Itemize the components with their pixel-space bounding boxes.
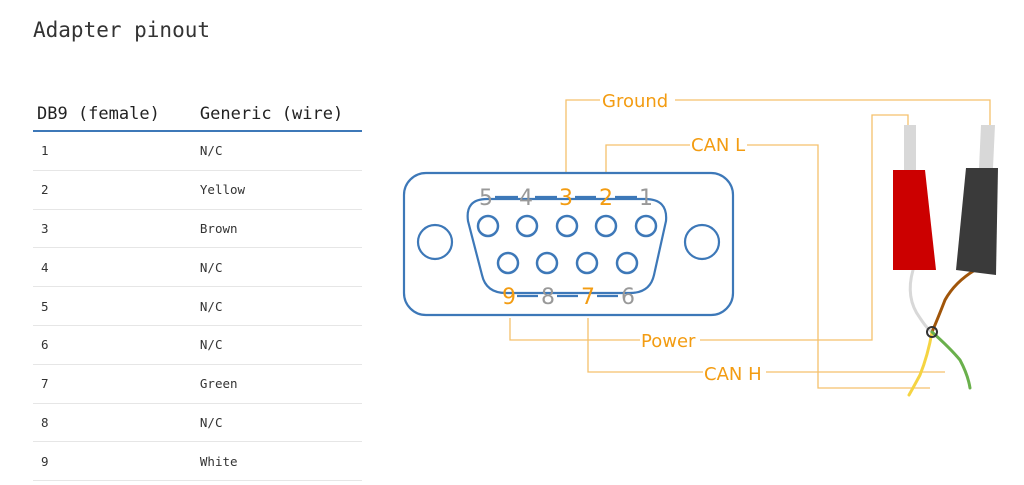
pin-number: 8 — [33, 403, 174, 443]
pin-label-4: 4 — [519, 186, 533, 211]
pin-hole — [594, 214, 618, 238]
ground-label: Ground — [602, 91, 668, 112]
pin-number: 4 — [33, 247, 174, 288]
black-clip-tip — [979, 125, 995, 168]
signal-labels: Ground CAN L Power CAN H — [602, 91, 762, 385]
pin-hole — [634, 214, 658, 238]
connector-shell — [402, 171, 735, 317]
can-l-label: CAN L — [691, 135, 745, 156]
wire-name: N/C — [173, 247, 362, 288]
header-generic: Generic (wire) — [173, 98, 362, 132]
pin-number-dashes — [495, 195, 637, 298]
wire-name: N/C — [173, 325, 362, 365]
red-clip-tip — [904, 125, 916, 170]
pin-label-1: 1 — [639, 186, 653, 211]
black-clip-body — [956, 168, 998, 275]
pin-number: 3 — [33, 209, 174, 249]
can-h-line — [587, 318, 945, 373]
brown-wire — [930, 268, 977, 334]
power-line — [509, 114, 909, 341]
table-header-row: DB9 (female) Generic (wire) — [33, 98, 362, 132]
pin-label-2: 2 — [599, 186, 613, 211]
pin-hole — [575, 251, 599, 275]
page-title: Adapter pinout — [33, 18, 211, 42]
pin-label-7: 7 — [581, 285, 595, 310]
mounting-hole-left — [416, 223, 454, 261]
wire-name: N/C — [173, 403, 362, 443]
pin-number: 7 — [33, 364, 174, 404]
wire-name: White — [173, 441, 362, 482]
pin-label-5: 5 — [479, 186, 493, 211]
pin-number: 9 — [33, 441, 174, 482]
pin-holes — [476, 214, 658, 275]
wire-name: Brown — [173, 209, 362, 249]
red-clip — [893, 125, 936, 270]
can-h-label: CAN H — [704, 364, 762, 385]
pin-number: 6 — [33, 325, 174, 365]
green-wire — [930, 330, 972, 390]
can-l-line — [605, 144, 930, 389]
mounting-hole-right — [683, 223, 721, 261]
pin-hole — [496, 251, 520, 275]
wire-name: Yellow — [173, 170, 362, 210]
yellow-wire — [907, 330, 934, 397]
pin-label-6: 6 — [621, 285, 635, 310]
ground-line — [565, 99, 991, 180]
pin-hole — [476, 214, 500, 238]
pin-label-8: 8 — [541, 285, 555, 310]
pin-hole — [515, 214, 539, 238]
connector-trapezoid — [466, 197, 668, 295]
pin-number: 1 — [33, 131, 174, 171]
pin-number: 2 — [33, 170, 174, 210]
white-wire — [908, 268, 934, 334]
wires — [907, 268, 977, 397]
red-clip-body — [893, 170, 936, 270]
pin-numbers: 5 4 3 2 1 9 8 7 6 — [479, 186, 653, 310]
pin-number: 5 — [33, 286, 174, 326]
power-label: Power — [641, 331, 696, 352]
connection-lines — [509, 99, 991, 389]
wire-junction — [926, 326, 938, 338]
wire-name: N/C — [173, 131, 362, 171]
db9-connector: 5 4 3 2 1 9 8 7 6 — [402, 171, 735, 317]
wire-name: Green — [173, 364, 362, 404]
pin-hole — [535, 251, 559, 275]
pin-label-9: 9 — [502, 285, 516, 310]
pin-label-3: 3 — [559, 186, 573, 211]
header-db9: DB9 (female) — [33, 98, 174, 132]
pin-hole — [555, 214, 579, 238]
pin-hole — [615, 251, 639, 275]
wire-name: N/C — [173, 286, 362, 326]
black-clip — [956, 125, 998, 275]
